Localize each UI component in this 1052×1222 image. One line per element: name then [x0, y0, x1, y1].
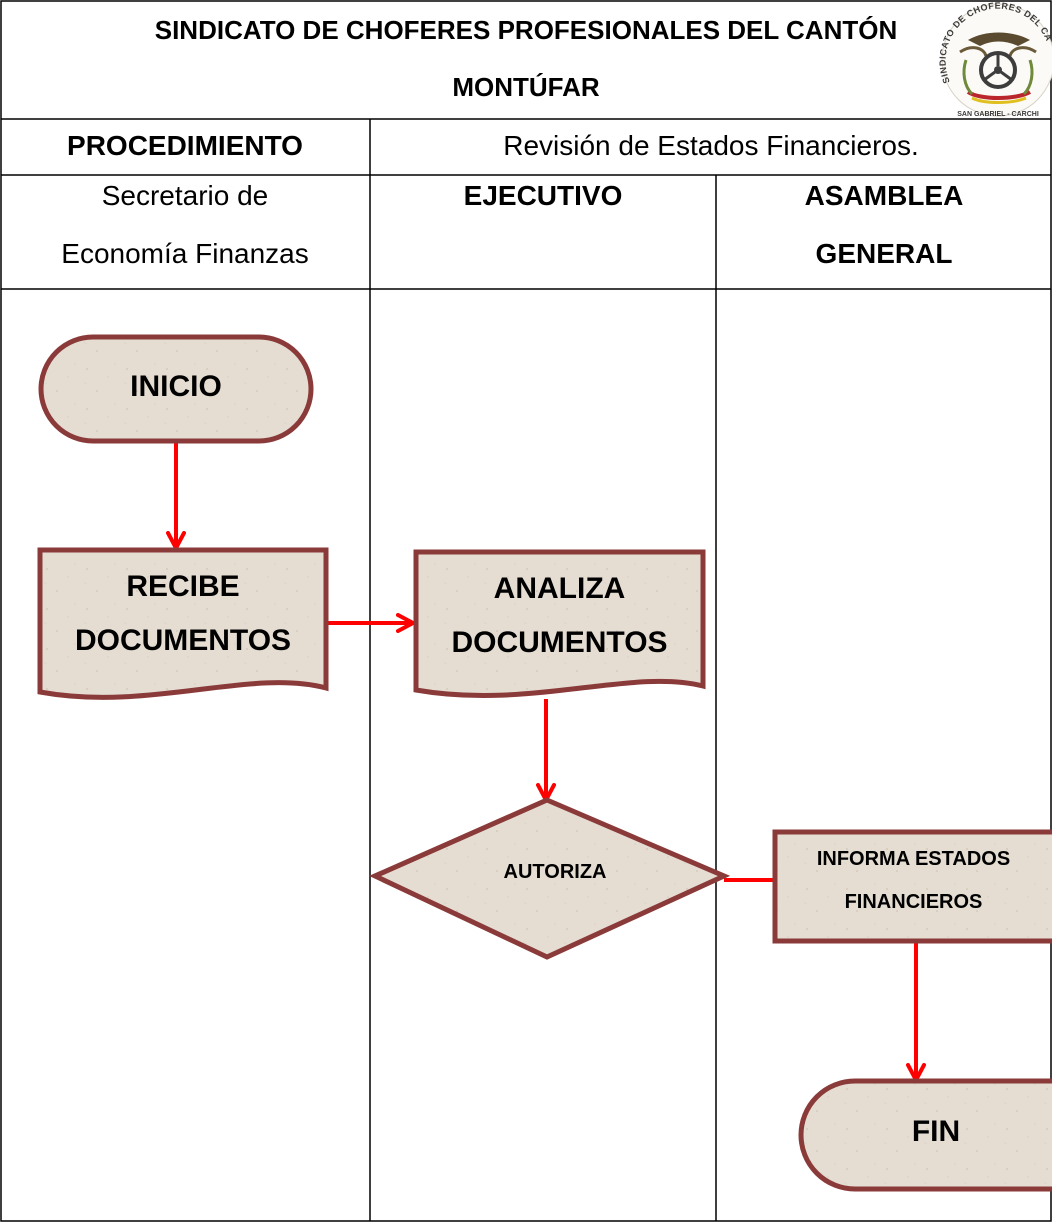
start-terminator	[38, 334, 314, 444]
procedure-value: Revisión de Estados Financieros.	[503, 130, 919, 161]
seal-place-text: SAN GABRIEL - CARCHI	[957, 111, 1039, 118]
lane-header-finance-line1: Secretario de	[101, 180, 269, 211]
page-title-line2: MONTÚFAR	[452, 72, 600, 102]
lane-header-assembly-line2: GENERAL	[815, 238, 953, 269]
page-title-line1: SINDICATO DE CHOFERES PROFESIONALES DEL …	[154, 15, 898, 45]
inform-label-line1: INFORMA ESTADOS	[816, 848, 1011, 870]
receive-label-line2: DOCUMENTOS	[74, 624, 292, 657]
receive-document-shape	[37, 547, 329, 700]
decision-label: AUTORIZA	[503, 861, 607, 883]
start-label: INICIO	[130, 370, 222, 403]
inform-process-box	[772, 829, 1052, 944]
analyze-label-line2: DOCUMENTOS	[451, 626, 668, 659]
analyze-document-shape	[413, 549, 706, 698]
procedure-label: PROCEDIMIENTO	[67, 130, 303, 161]
authorize-decision-diamond	[368, 797, 731, 960]
analyze-label-line1: ANALIZA	[493, 572, 626, 605]
lane-header-finance-line2: Economía Finanzas	[61, 238, 309, 269]
lane-header-assembly-line1: ASAMBLEA	[804, 180, 964, 211]
end-terminator	[798, 1078, 1052, 1192]
receive-label-line1: RECIBE	[126, 570, 240, 603]
end-label: FIN	[911, 1115, 961, 1148]
inform-label-line2: FINANCIEROS	[844, 891, 983, 913]
flow-arrows	[166, 441, 926, 1082]
lane-header-executive: EJECUTIVO	[463, 180, 623, 211]
